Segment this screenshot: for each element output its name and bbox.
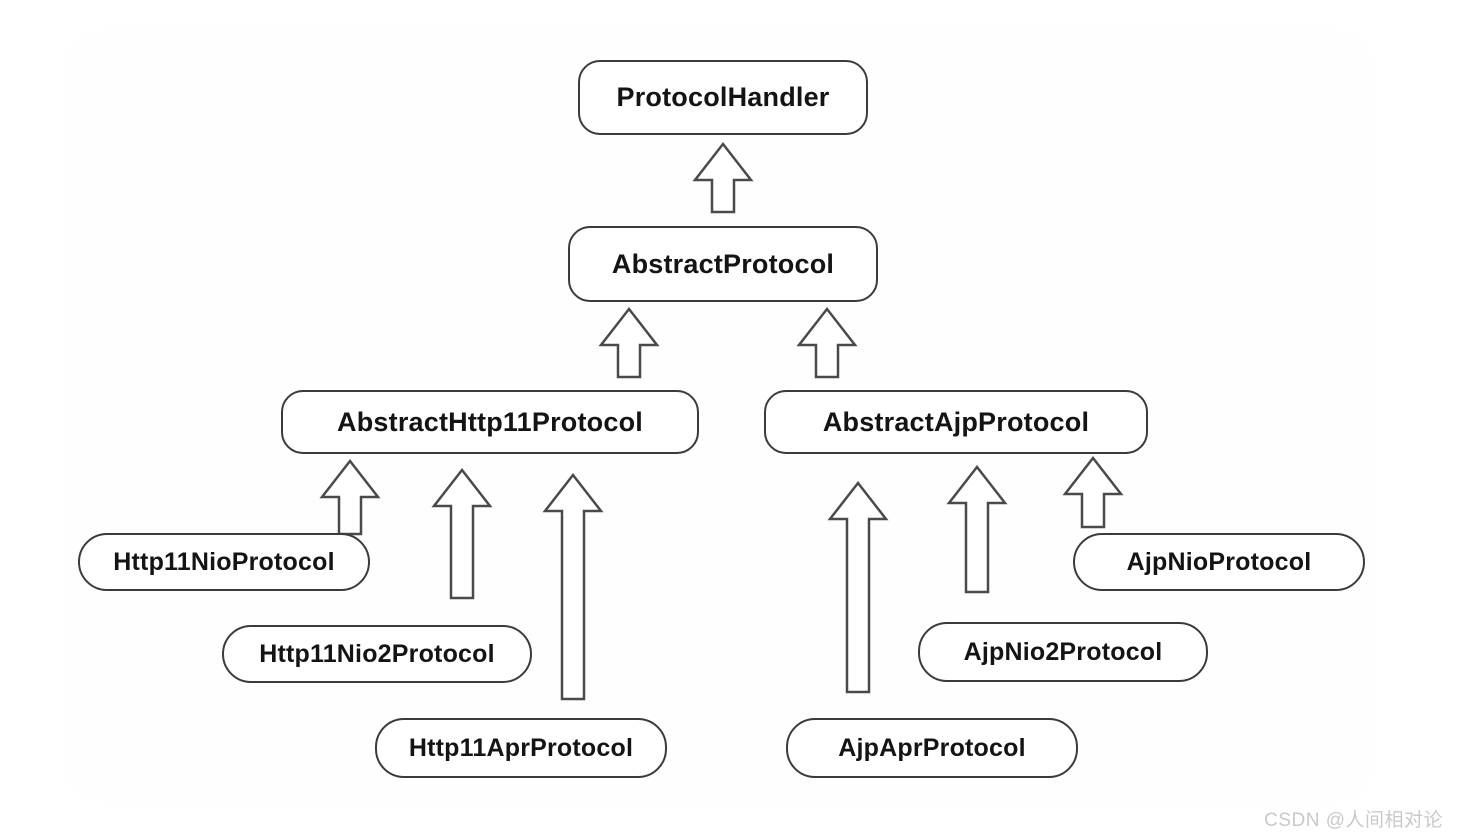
arrow-ajpnio-to-abstractajp-icon [1062,455,1124,529]
node-abstracthttp11protocol: AbstractHttp11Protocol [281,390,699,454]
node-http11aprprotocol: Http11AprProtocol [375,718,667,778]
node-http11nioprotocol: Http11NioProtocol [78,533,370,591]
arrow-http11apr-to-abstracthttp11-icon [542,472,604,701]
node-abstractajpprotocol: AbstractAjpProtocol [764,390,1148,454]
node-http11nio2protocol: Http11Nio2Protocol [222,625,532,683]
csdn-watermark: CSDN @人间相对论 [1264,810,1443,831]
arrow-ajpapr-to-abstractajp-icon [827,480,889,694]
arrow-abstractajp-to-abstractprotocol-icon [796,306,858,379]
arrow-abstractprotocol-to-protocolhandler-icon [692,141,754,214]
node-ajpnioprotocol: AjpNioProtocol [1073,533,1365,591]
arrow-http11nio-to-abstracthttp11-icon [319,458,381,536]
node-ajpaprprotocol: AjpAprProtocol [786,718,1078,778]
node-ajpnio2protocol: AjpNio2Protocol [918,622,1208,682]
arrow-http11nio2-to-abstracthttp11-icon [431,467,493,600]
arrow-ajpnio2-to-abstractajp-icon [946,464,1008,594]
node-abstractprotocol: AbstractProtocol [568,226,878,302]
node-protocolhandler: ProtocolHandler [578,60,868,135]
arrow-abstracthttp11-to-abstractprotocol-icon [598,306,660,379]
